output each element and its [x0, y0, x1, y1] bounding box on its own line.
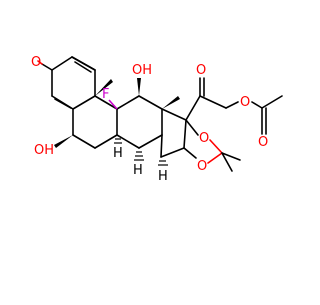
atom-oxo3: O [31, 55, 41, 70]
atom-h8: H [133, 163, 143, 178]
atom-h16: H [158, 169, 168, 184]
atom-h14: H [113, 146, 123, 161]
ring-d-bonds [160, 108, 187, 158]
atom-oh11: OH [132, 63, 152, 78]
stereo-hashes [114, 138, 168, 166]
c11-oh-wedge [137, 78, 141, 96]
ring-c-bonds [116, 95, 163, 149]
structure-svg: O OH F OH O O O O O H H H [31, 55, 283, 184]
c13-methyl-wedge [162, 96, 180, 109]
c10-methyl-wedge [95, 79, 113, 96]
atom-acyl-o: O [258, 135, 268, 150]
atom-f9: F [102, 87, 109, 102]
atom-oh6: OH [34, 143, 54, 158]
ring-a-bonds [51, 56, 96, 110]
ring-b-bonds [72, 95, 118, 149]
acetonide-bonds [183, 119, 241, 172]
c6-oh-wedge [54, 135, 73, 148]
atom-oxo20: O [196, 63, 206, 78]
side-chain-bonds [185, 77, 283, 135]
molecule-drawing: O OH F OH O O O O O H H H [31, 55, 283, 184]
atom-o16: O [199, 131, 209, 146]
c9-f-bond [108, 99, 118, 110]
atom-ester-o: O [240, 95, 250, 110]
atom-o17: O [197, 159, 207, 174]
ketone-bond [37, 60, 53, 71]
